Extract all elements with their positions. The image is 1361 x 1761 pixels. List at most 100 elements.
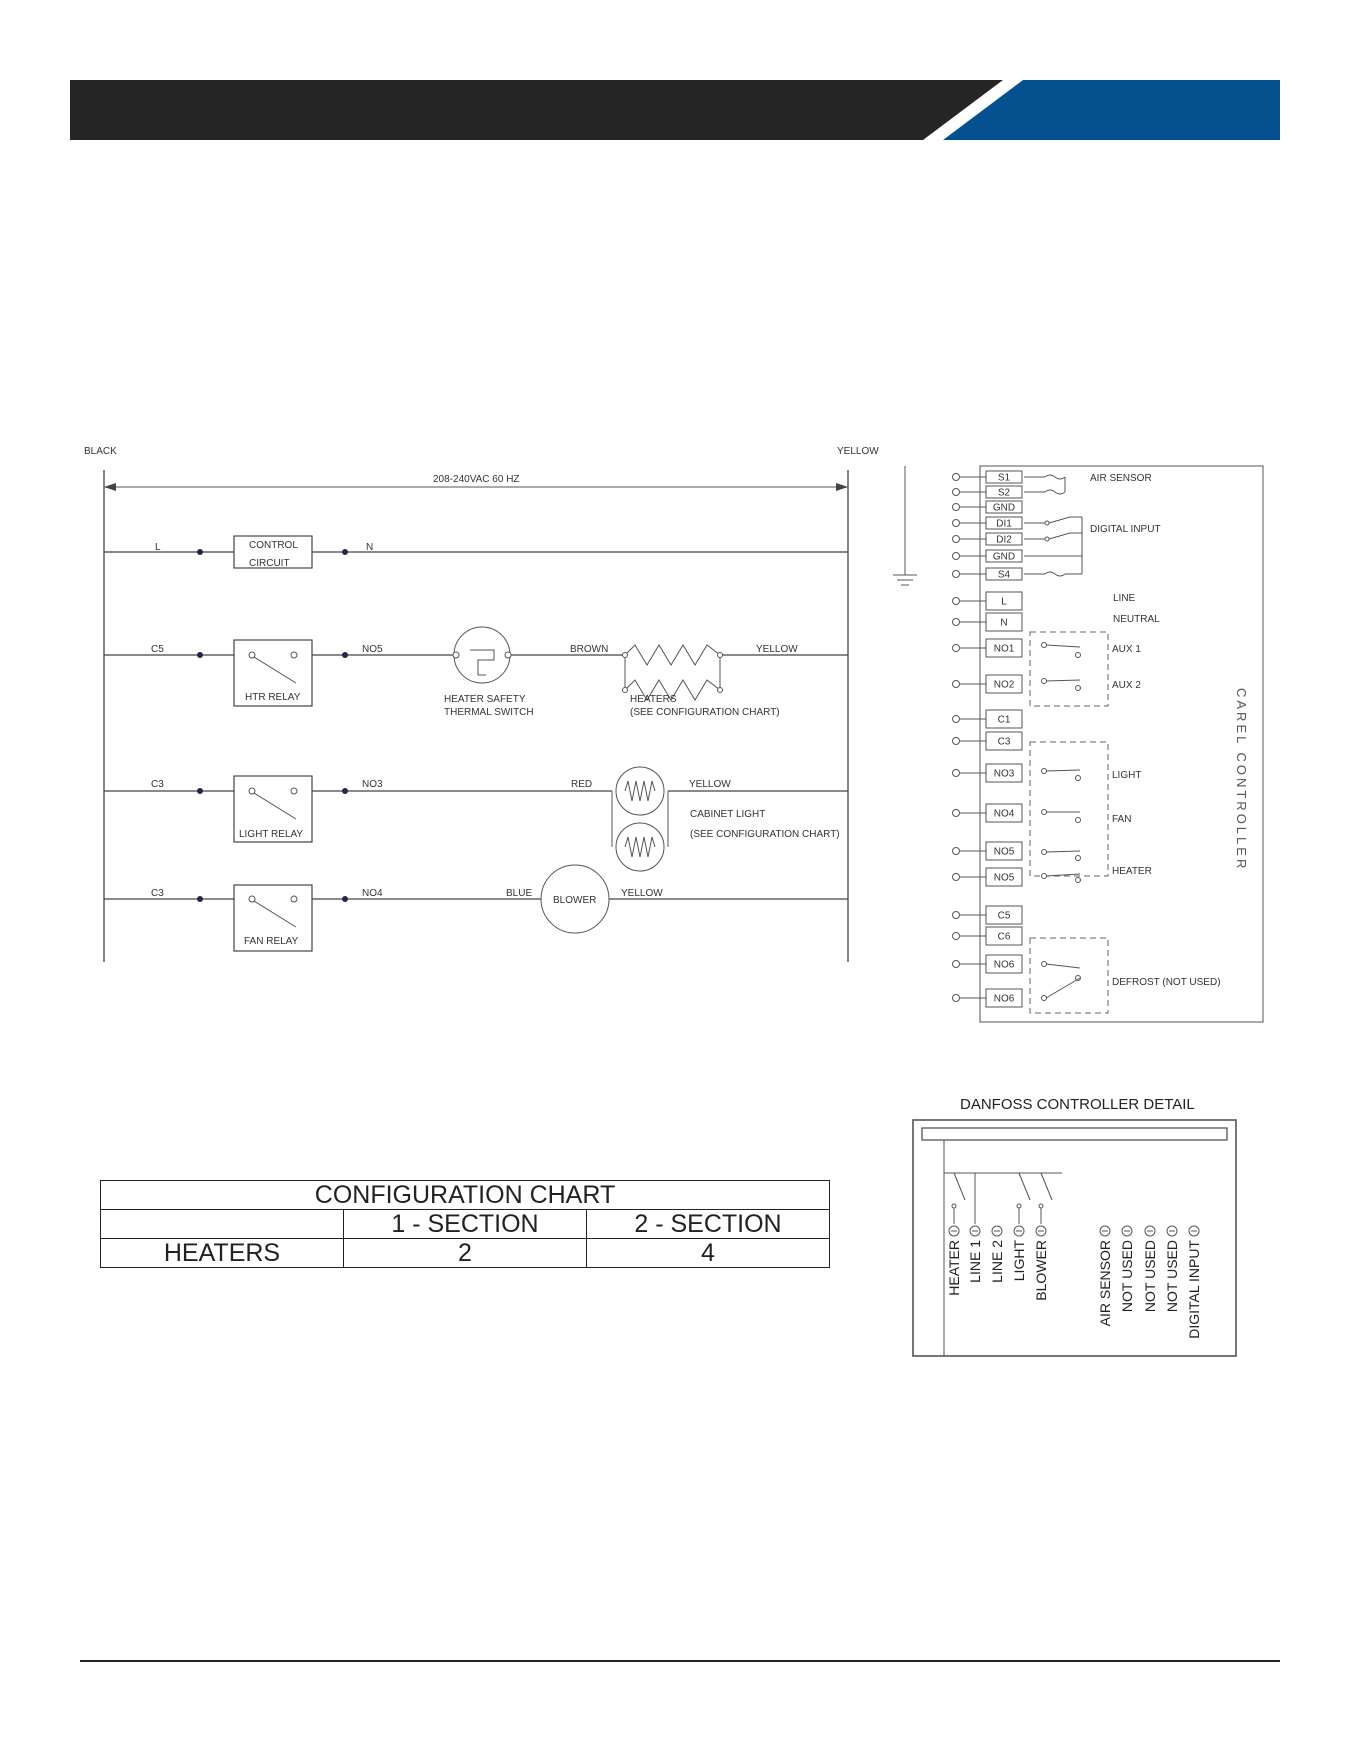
danfoss-terminal-label: NOT USED [1164,1240,1180,1312]
carel-terminal-label: N [1000,618,1007,629]
carel-label-heater: HEATER [1112,866,1152,877]
carel-terminal-label: GND [993,552,1015,563]
rung-3-out-label: NO3 [362,779,383,790]
carel-terminal-no5: NO5 [952,867,1023,887]
htr-relay-box [233,639,313,707]
control-circuit-label-2: CIRCUIT [249,558,290,569]
light-relay-label: LIGHT RELAY [239,829,303,840]
carel-terminal-block: S1S2GNDDI1DI2GNDS4LNNO1NO2C1C3NO3NO4NO5N… [952,470,1023,1008]
ladder-diagram: BLACK YELLOW 208-240VAC 60 HZ CONTROL CI… [84,446,917,962]
danfoss-terminal-8: NOT USED [1142,1225,1158,1312]
carel-terminal-gnd: GND [952,500,1023,514]
config-chart-header-empty [100,1209,344,1239]
rung-light: LIGHT RELAY C3 NO3 RED YELLOW CABINET LI… [104,766,848,872]
carel-terminal-label: NO5 [994,847,1015,858]
carel-terminal-label: DI1 [996,519,1012,530]
rung-1-in-label: L [155,542,161,553]
danfoss-terminal-label: AIR SENSOR [1097,1240,1113,1326]
carel-terminal-no6: NO6 [952,954,1023,974]
htr-relay-label: HTR RELAY [245,692,301,703]
carel-terminal-di2: DI2 [952,532,1023,546]
carel-terminal-label: DI2 [996,535,1012,546]
danfoss-terminal-label: DIGITAL INPUT [1186,1240,1202,1339]
carel-terminal-no2: NO2 [952,674,1023,694]
danfoss-terminal-label: HEATER [946,1240,962,1296]
carel-terminal-label: S1 [998,473,1011,484]
config-chart-title: CONFIGURATION CHART [100,1180,830,1210]
carel-label-aux2: AUX 2 [1112,680,1141,691]
carel-terminal-s2: S2 [952,485,1023,499]
blower-label: BLOWER [553,895,596,906]
danfoss-terminal-1: HEATER [946,1225,962,1296]
carel-label-air-sensor: AIR SENSOR [1090,473,1152,484]
carel-terminal-label: C5 [998,911,1011,922]
carel-terminal-c1: C1 [952,709,1023,729]
rung-1-out-label: N [366,542,373,553]
carel-terminal-label: GND [993,503,1015,514]
danfoss-title: DANFOSS CONTROLLER DETAIL [960,1096,1195,1113]
defrost-group [1029,937,1109,1014]
danfoss-terminal-6: AIR SENSOR [1097,1225,1113,1326]
danfoss-terminal-10: DIGITAL INPUT [1186,1225,1202,1339]
voltage-label: 208-240VAC 60 HZ [433,474,520,485]
carel-terminal-label: NO6 [994,994,1015,1005]
carel-terminal-label: NO4 [994,809,1015,820]
control-circuit-label-1: CONTROL [249,540,298,551]
carel-relay-contacts [1041,642,1081,1001]
ground-symbol [893,466,917,586]
config-chart-row-label: HEATERS [100,1238,344,1268]
cabinet-light-label-1: CABINET LIGHT [690,809,765,820]
danfoss-terminal-3: LINE 2 [989,1225,1005,1283]
light-fan-heater-group [1029,741,1109,877]
carel-terminal-label: NO6 [994,960,1015,971]
left-supply-label: BLACK [84,446,117,457]
carel-label-line: LINE [1113,593,1136,604]
red-wire-label: RED [571,779,592,790]
carel-terminal-l: L [952,591,1023,611]
rung-4-out-label: NO4 [362,888,383,899]
rung-fan: FAN RELAY C3 NO4 BLUE BLOWER YELLOW [104,864,848,952]
config-chart-row-heaters: HEATERS 2 4 [100,1238,830,1268]
carel-label-defrost: DEFROST (NOT USED) [1112,977,1221,988]
config-chart-header-row: 1 - SECTION 2 - SECTION [100,1209,830,1239]
heater-safety-label-2: THERMAL SWITCH [444,707,534,718]
configuration-chart: CONFIGURATION CHART 1 - SECTION 2 - SECT… [100,1180,830,1268]
carel-terminal-label: C6 [998,932,1011,943]
carel-terminal-no5: NO5 [952,841,1023,861]
carel-terminal-label: NO2 [994,680,1015,691]
carel-terminal-label: NO5 [994,873,1015,884]
carel-label-digital-input: DIGITAL INPUT [1090,524,1161,535]
rung-control-circuit: CONTROL CIRCUIT L N [104,535,848,569]
danfoss-outline [912,1119,1237,1357]
yellow-blower-wire-label: YELLOW [621,888,663,899]
yellow-light-wire-label: YELLOW [689,779,731,790]
header-accent [943,80,1280,140]
footer-rule [80,1660,1280,1662]
carel-terminal-c5: C5 [952,905,1023,925]
danfoss-terminal-9: NOT USED [1164,1225,1180,1312]
rung-2-in-label: C5 [151,644,164,655]
carel-terminal-label: NO1 [994,644,1015,655]
cabinet-light-label-2: (SEE CONFIGURATION CHART) [690,829,840,840]
carel-terminal-no6: NO6 [952,988,1023,1008]
carel-controller-title: CAREL CONTROLLER [1234,688,1249,871]
config-chart-header-2-section: 2 - SECTION [586,1209,830,1239]
config-chart-cell-1-section: 2 [343,1238,587,1268]
carel-terminal-n: N [952,612,1023,632]
danfoss-terminal-5: BLOWER [1033,1225,1049,1301]
heater-element-1 [624,644,721,666]
right-supply-label: YELLOW [837,446,879,457]
danfoss-terminal-label: NOT USED [1142,1240,1158,1312]
rung-2-out-label: NO5 [362,644,383,655]
carel-terminal-label: C3 [998,737,1011,748]
carel-label-fan: FAN [1112,814,1131,825]
danfoss-terminal-label: NOT USED [1119,1240,1135,1312]
carel-label-light: LIGHT [1112,770,1141,781]
heaters-label-2: (SEE CONFIGURATION CHART) [630,707,780,718]
cabinet-light-lamp-1 [615,766,665,816]
danfoss-terminal-label: BLOWER [1033,1240,1049,1301]
heater-safety-label-1: HEATER SAFETY [444,694,526,705]
